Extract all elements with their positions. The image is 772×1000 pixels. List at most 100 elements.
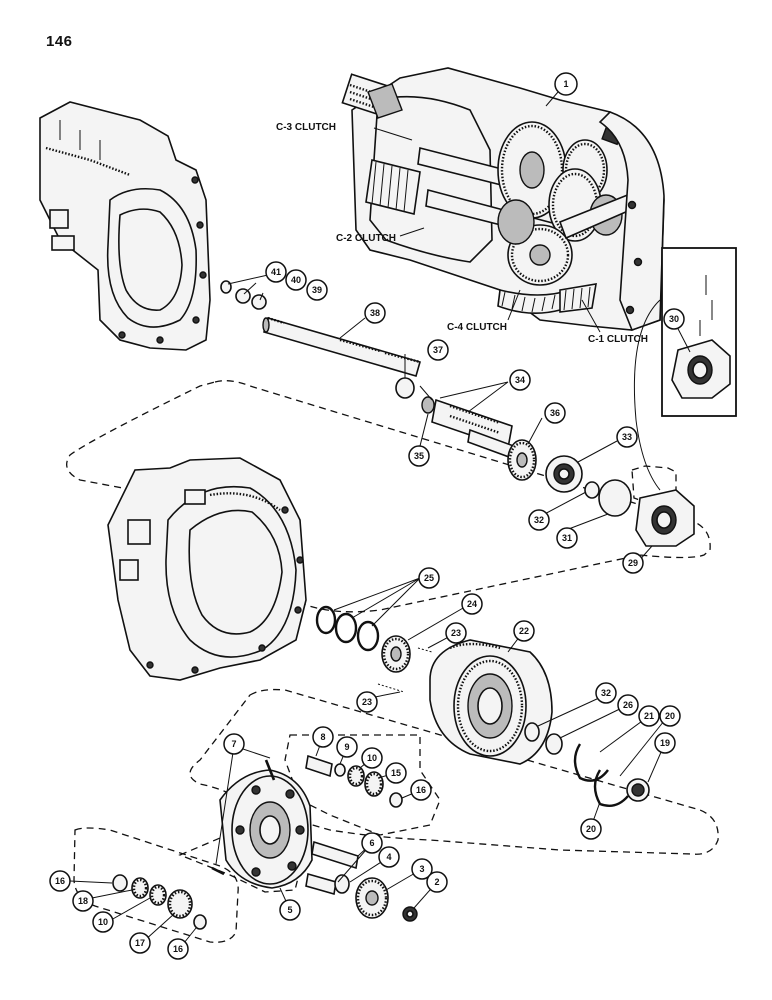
svg-text:38: 38	[370, 308, 380, 318]
callout-32-lower: 32	[595, 682, 617, 704]
planet-gear-17	[167, 889, 193, 919]
svg-text:16: 16	[173, 944, 183, 954]
snap-ring-21	[573, 743, 609, 782]
washer-9	[334, 763, 346, 777]
svg-text:23: 23	[362, 697, 372, 707]
callout-23-upper: 23	[445, 622, 467, 644]
callout-20-lower: 20	[580, 818, 602, 840]
group-outline-bearing-block	[631, 465, 677, 503]
planet-gear-15	[364, 771, 384, 797]
needle-bearing-18	[131, 877, 149, 899]
callout-10-upper: 10	[361, 747, 383, 769]
bearing-19	[626, 778, 650, 802]
svg-text:35: 35	[414, 451, 424, 461]
svg-text:32: 32	[534, 515, 544, 525]
callout-33: 33	[616, 426, 638, 448]
svg-text:1: 1	[563, 79, 568, 89]
snap-ring-32-lower	[524, 722, 540, 742]
callout-37: 37	[427, 339, 449, 361]
gear-36	[507, 439, 537, 481]
washer-16-lower	[193, 914, 207, 930]
seal-ring-40	[235, 288, 251, 304]
svg-text:22: 22	[519, 626, 529, 636]
callout-34: 34	[509, 369, 531, 391]
sun-gear-24	[381, 635, 411, 673]
svg-text:4: 4	[386, 852, 391, 862]
callout-19: 19	[654, 732, 676, 754]
callout-31: 31	[556, 527, 578, 549]
svg-text:8: 8	[320, 732, 325, 742]
svg-text:20: 20	[586, 824, 596, 834]
callout-29: 29	[622, 552, 644, 574]
svg-text:32: 32	[601, 688, 611, 698]
callout-39: 39	[306, 279, 328, 301]
svg-text:15: 15	[391, 768, 401, 778]
washer-16-left	[112, 874, 128, 892]
svg-text:25: 25	[424, 573, 434, 583]
svg-text:26: 26	[623, 700, 633, 710]
svg-text:20: 20	[665, 711, 675, 721]
seal-ring-39	[251, 294, 267, 310]
svg-text:39: 39	[312, 285, 322, 295]
svg-text:10: 10	[98, 917, 108, 927]
callout-5: 5	[279, 899, 301, 921]
ring-gear-drum-22	[429, 639, 553, 765]
bearing-housing-29	[635, 489, 695, 547]
callout-9: 9	[336, 736, 358, 758]
needle-bearing-10-upper	[347, 765, 365, 787]
label-c1-clutch: C-1 CLUTCH	[588, 334, 648, 345]
svg-text:40: 40	[291, 275, 301, 285]
o-ring-25c	[356, 620, 380, 652]
callout-15: 15	[385, 762, 407, 784]
callout-6: 6	[361, 832, 383, 854]
needle-bearing-10-lower	[149, 884, 167, 906]
shaft-38	[262, 316, 421, 377]
planet-pin-8	[305, 754, 333, 778]
pin-7a	[264, 759, 276, 781]
svg-text:24: 24	[467, 599, 477, 609]
callout-38: 38	[364, 302, 386, 324]
svg-text:37: 37	[433, 345, 443, 355]
label-c3-clutch: C-3 CLUTCH	[276, 122, 336, 133]
svg-text:9: 9	[344, 742, 349, 752]
callout-22: 22	[513, 620, 535, 642]
callout-20-upper: 20	[659, 705, 681, 727]
nut-2	[402, 906, 418, 922]
callout-36: 36	[544, 402, 566, 424]
svg-text:36: 36	[550, 408, 560, 418]
callout-8: 8	[312, 726, 334, 748]
planet-carrier-5	[219, 769, 313, 889]
svg-text:5: 5	[287, 905, 292, 915]
svg-text:29: 29	[628, 558, 638, 568]
svg-text:23: 23	[451, 628, 461, 638]
curved-leader-bearing	[633, 299, 661, 491]
bearing-housing-30	[671, 339, 731, 399]
page-number: 146	[46, 33, 73, 50]
callout-24: 24	[461, 593, 483, 615]
callout-21: 21	[638, 705, 660, 727]
callout-30: 30	[663, 308, 685, 330]
front-transmission-housing	[107, 457, 307, 681]
thrust-washer-31	[598, 479, 632, 517]
washer-16-upper	[389, 792, 403, 808]
svg-text:3: 3	[419, 864, 424, 874]
planet-shaft-6a	[311, 840, 359, 870]
callout-35: 35	[408, 445, 430, 467]
callout-26: 26	[617, 694, 639, 716]
svg-text:33: 33	[622, 432, 632, 442]
svg-text:6: 6	[369, 838, 374, 848]
inset-bolt-marks	[699, 275, 713, 336]
svg-text:30: 30	[669, 314, 679, 324]
o-ring-25b	[334, 612, 358, 644]
callout-16-bottom: 16	[167, 938, 189, 960]
callout-16-left: 16	[49, 870, 71, 892]
gear-3	[355, 877, 389, 919]
svg-text:17: 17	[135, 938, 145, 948]
seal-ring-37	[395, 377, 415, 399]
snap-ring-32	[584, 481, 600, 499]
callout-32-upper: 32	[528, 509, 550, 531]
seal-ring-41	[220, 280, 232, 294]
callout-17: 17	[129, 932, 151, 954]
callout-41: 41	[265, 261, 287, 283]
pin-23b	[377, 683, 405, 693]
